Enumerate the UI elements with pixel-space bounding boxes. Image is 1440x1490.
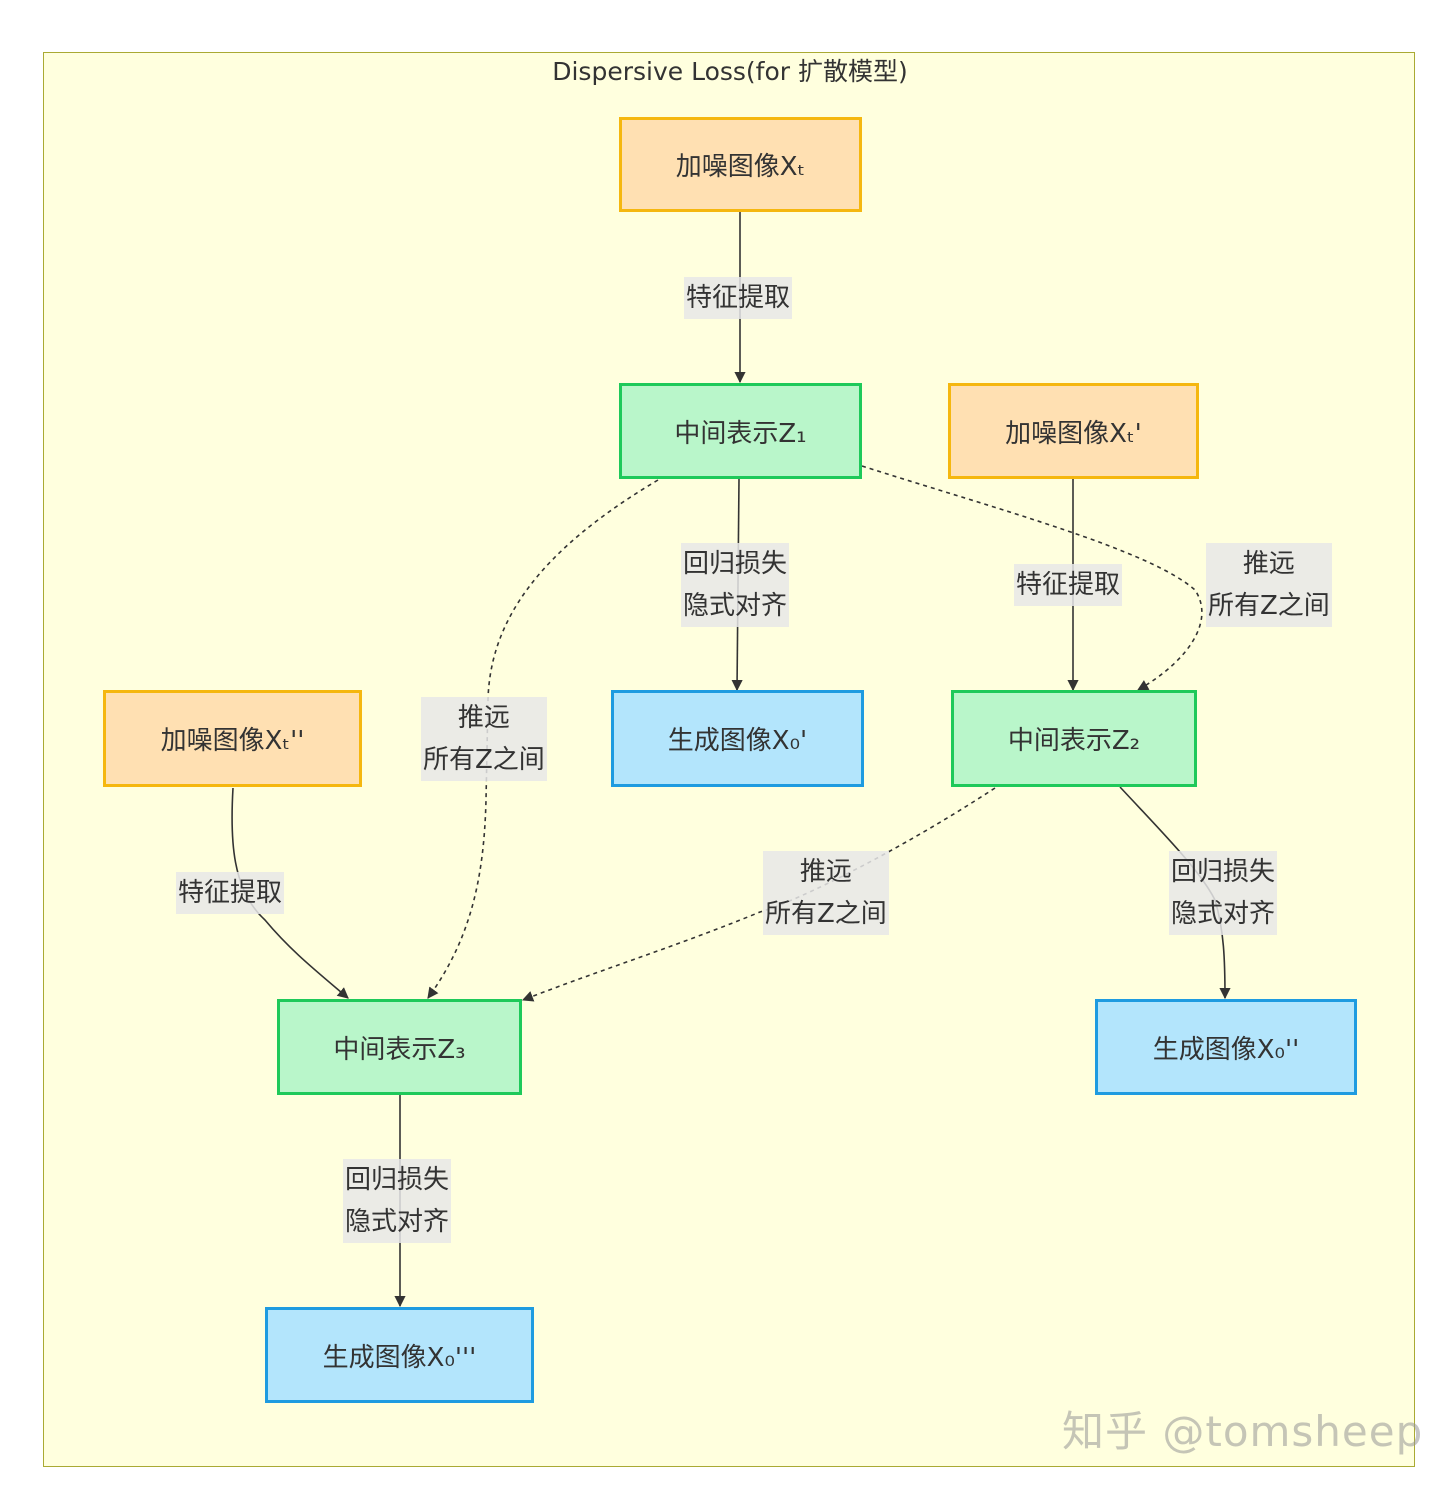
node-label: 中间表示Z₁ — [674, 418, 807, 449]
edge-label-extract-xt: 特征提取 — [684, 277, 793, 319]
node-noisy-image-xt: 加噪图像Xₜ — [619, 117, 862, 212]
node-label: 中间表示Z₂ — [1007, 726, 1141, 756]
edge-label-line: 隐式对齐 — [345, 1207, 450, 1237]
edge-label-line: 回归损失 — [1171, 857, 1276, 887]
node-noisy-image-xt-prime: 加噪图像Xₜ' — [948, 383, 1199, 479]
node-label: 加噪图像Xₜ'' — [160, 726, 305, 756]
node-label: 加噪图像Xₜ' — [1005, 418, 1142, 449]
node-label: 生成图像X₀' — [667, 726, 808, 756]
node-label: 生成图像X₀''' — [322, 1342, 477, 1373]
node-generated-image-x0-double-prime: 生成图像X₀'' — [1095, 999, 1357, 1095]
edge-label-line: 隐式对齐 — [683, 591, 788, 621]
node-intermediate-z2: 中间表示Z₂ — [951, 690, 1197, 787]
edge-label-line: 推远 — [1242, 549, 1295, 579]
subgraph-title: Dispersive Loss(for 扩散模型) — [552, 57, 908, 86]
edge-label-line: 回归损失 — [683, 549, 788, 579]
edge-label-regress-z1: 回归损失 隐式对齐 — [681, 543, 790, 627]
edge-label-push-z1-z2: 推远 所有Z之间 — [1206, 543, 1332, 627]
edge-label-line: 隐式对齐 — [1171, 899, 1276, 929]
edge-label-extract-xt-double-prime: 特征提取 — [176, 872, 285, 914]
edge-label-regress-z2: 回归损失 隐式对齐 — [1169, 851, 1278, 935]
node-label: 生成图像X₀'' — [1152, 1034, 1300, 1065]
edge-label-push-z2-z3: 推远 所有Z之间 — [763, 851, 889, 935]
node-intermediate-z3: 中间表示Z₃ — [277, 999, 522, 1095]
edge-label-line: 所有Z之间 — [423, 745, 545, 775]
node-noisy-image-xt-double-prime: 加噪图像Xₜ'' — [103, 690, 362, 787]
edge-label-push-z1-z3: 推远 所有Z之间 — [421, 697, 547, 781]
node-intermediate-z1: 中间表示Z₁ — [619, 383, 862, 479]
node-label: 加噪图像Xₜ — [675, 152, 806, 182]
edge-label-line: 所有Z之间 — [1208, 591, 1330, 621]
edge-label-regress-z3: 回归损失 隐式对齐 — [343, 1159, 452, 1243]
node-generated-image-x0-triple-prime: 生成图像X₀''' — [265, 1307, 534, 1403]
node-generated-image-x0-prime: 生成图像X₀' — [611, 690, 864, 787]
watermark: 知乎 @tomsheep — [1062, 1407, 1424, 1456]
edge-label-line: 回归损失 — [345, 1165, 450, 1195]
edge-label-line: 推远 — [457, 703, 510, 733]
edge-label-line: 所有Z之间 — [765, 899, 887, 929]
node-label: 中间表示Z₃ — [333, 1034, 466, 1065]
edge-label-extract-xt-prime: 特征提取 — [1014, 564, 1123, 606]
edge-label-line: 推远 — [799, 857, 852, 887]
